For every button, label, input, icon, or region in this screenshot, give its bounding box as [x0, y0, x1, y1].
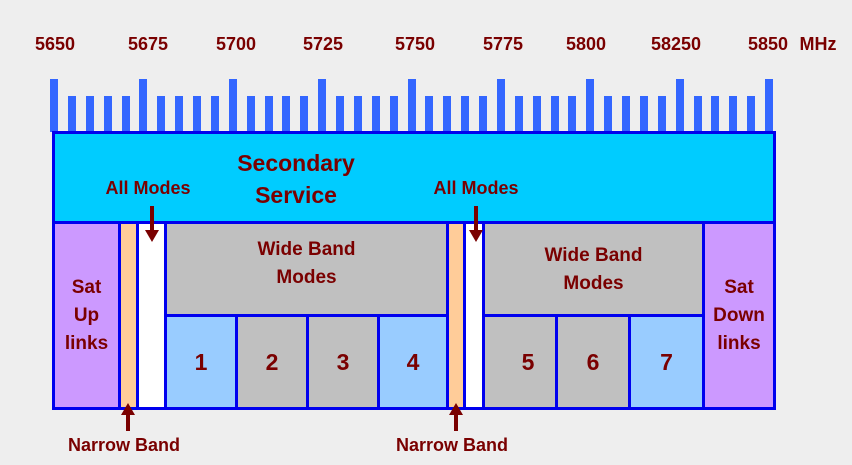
minor-tick — [550, 96, 559, 132]
minor-tick — [103, 96, 112, 132]
minor-tick — [729, 96, 738, 132]
narrow-band-label-1: Narrow Band — [67, 435, 181, 455]
sat-up-label: Up — [73, 304, 100, 326]
minor-tick — [85, 96, 94, 132]
minor-tick — [532, 96, 541, 132]
minor-tick — [282, 96, 291, 132]
freq-label: 5725 — [302, 34, 344, 54]
minor-tick — [711, 96, 720, 132]
freq-label: 5700 — [215, 34, 257, 54]
arrow-down-icon — [474, 206, 478, 232]
arrow-up-icon — [449, 403, 463, 415]
freq-label: 5850 — [747, 34, 789, 54]
arrow-up-icon — [121, 403, 135, 415]
minor-tick — [121, 96, 130, 132]
minor-tick — [67, 96, 76, 132]
minor-tick — [568, 96, 577, 132]
arrow-up-icon — [454, 413, 458, 431]
freq-label: 5800 — [565, 34, 607, 54]
channel-3: 3 — [306, 314, 380, 410]
minor-tick — [693, 96, 702, 132]
minor-tick — [514, 96, 523, 132]
minor-tick — [300, 96, 309, 132]
major-tick — [139, 79, 148, 132]
channel-1: 1 — [164, 314, 238, 410]
minor-tick — [246, 96, 255, 132]
all-modes-label-1: All Modes — [105, 178, 191, 198]
arrow-down-icon — [150, 206, 154, 232]
sat-down-label: Sat — [724, 276, 754, 298]
major-tick — [586, 79, 595, 132]
minor-tick — [604, 96, 613, 132]
minor-tick — [210, 96, 219, 132]
minor-tick — [336, 96, 344, 132]
minor-tick — [479, 96, 487, 132]
major-tick — [765, 79, 773, 132]
minor-tick — [639, 96, 648, 132]
freq-label: 5675 — [127, 34, 169, 54]
freq-label: 58250 — [650, 34, 702, 54]
minor-tick — [747, 96, 756, 132]
wide-band-label: Modes — [276, 267, 337, 288]
minor-tick — [175, 96, 184, 132]
minor-tick — [371, 96, 380, 132]
secondary-label-2: Service — [255, 182, 337, 208]
minor-tick — [425, 96, 434, 132]
sat-up-label: Sat — [71, 276, 102, 298]
sat-up-label: links — [64, 332, 109, 354]
wide-band-label: Wide Band — [257, 239, 356, 260]
minor-tick — [461, 96, 470, 132]
freq-label: 5750 — [394, 34, 436, 54]
channel-2: 2 — [235, 314, 309, 410]
wide-band-label: Modes — [563, 273, 624, 294]
major-tick — [318, 79, 327, 132]
major-tick — [675, 79, 684, 132]
freq-label: 5775 — [482, 34, 524, 54]
minor-tick — [657, 96, 666, 132]
minor-tick — [443, 96, 452, 132]
major-tick — [496, 79, 505, 132]
sat-down-label: links — [717, 332, 761, 354]
minor-tick — [353, 96, 362, 132]
secondary-label-1: Secondary — [237, 150, 355, 176]
narrow-band-label-2: Narrow Band — [395, 435, 509, 455]
wide-band-label: Wide Band — [544, 245, 643, 266]
minor-tick — [389, 96, 398, 132]
arrow-down-icon — [145, 230, 159, 242]
channel-4: 4 — [377, 314, 449, 410]
minor-tick — [193, 96, 201, 132]
all-modes-label-2: All Modes — [433, 178, 519, 198]
sat-down-label: Down — [713, 304, 765, 326]
arrow-down-icon — [469, 230, 483, 242]
channel-7: 7 — [628, 314, 705, 410]
minor-tick — [622, 96, 630, 132]
channel-6: 6 — [555, 314, 631, 410]
minor-tick — [264, 96, 273, 132]
major-tick — [407, 79, 416, 132]
channel-5: 5 — [482, 314, 558, 410]
all-modes-band-1 — [136, 221, 167, 410]
minor-tick — [157, 96, 166, 132]
freq-label: 5650 — [34, 34, 76, 54]
arrow-up-icon — [126, 413, 130, 431]
major-tick — [50, 79, 58, 132]
unit-label: MHz — [799, 34, 837, 54]
major-tick — [228, 79, 237, 132]
